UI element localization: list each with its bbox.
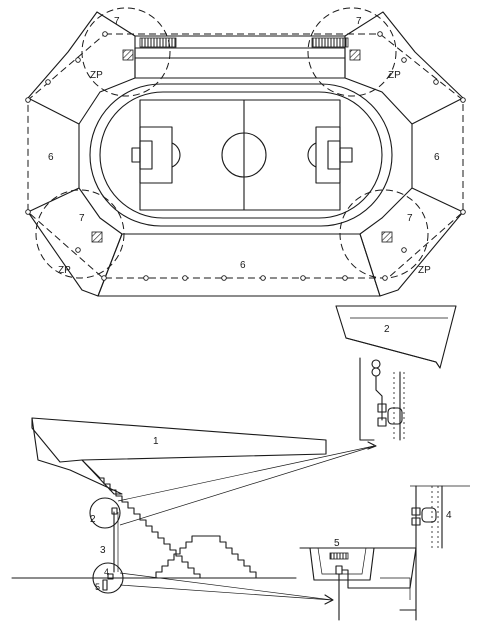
label-7-bottom-left: 7 — [79, 213, 85, 224]
label-4-detail: 4 — [446, 510, 452, 521]
detail-circle-4-5 — [92, 562, 124, 594]
label-5-detail: 5 — [334, 538, 340, 549]
clamp-lower-a — [411, 507, 421, 516]
clamp-lower-b — [411, 517, 421, 526]
perimeter-conductor — [27, 33, 464, 279]
leader-lower-top — [119, 572, 333, 601]
detail-test-joint: 4 5 — [299, 485, 470, 621]
arrow-upper — [367, 441, 377, 450]
leader-lower-bottom — [119, 584, 333, 601]
stepped-tiers — [81, 459, 201, 579]
pitch — [139, 99, 341, 211]
wall-detail-upper — [359, 357, 375, 441]
top-stand — [134, 47, 346, 79]
track-outer — [89, 83, 393, 227]
column-hidden-upper — [393, 372, 405, 440]
label-6-bottom: 6 — [240, 260, 246, 271]
left-goal — [131, 147, 141, 163]
label-4: 4 — [104, 567, 109, 577]
bottom-stand — [97, 233, 381, 297]
floodlight-bank-top-right — [311, 37, 349, 48]
right-goal-box — [327, 140, 341, 170]
clamp-detail-4 — [107, 573, 114, 580]
label-zp-top-left: ZP — [90, 70, 103, 81]
inspection-pit — [309, 547, 375, 581]
roof-edge-lines — [350, 305, 448, 319]
right-penalty-arc — [307, 142, 317, 168]
clamp-upper-b — [377, 417, 387, 427]
roof-edge-detail — [335, 305, 457, 369]
test-joint-5 — [102, 579, 108, 591]
test-joint-clamp — [335, 565, 343, 575]
label-7-bottom-right: 7 — [407, 213, 413, 224]
label-5: 5 — [95, 582, 100, 592]
label-6-right: 6 — [434, 152, 440, 163]
roof-underside — [31, 417, 83, 463]
mast-base-bottom-right — [381, 231, 393, 243]
mast-base-top-right — [349, 49, 361, 61]
left-penalty-arc — [171, 142, 181, 168]
left-goal-box — [139, 140, 153, 170]
stand-inner — [78, 35, 413, 297]
detail-roof-connection: 2 — [335, 305, 457, 441]
center-circle — [221, 132, 267, 178]
zone-circle-bottom-left — [35, 189, 125, 279]
leader-upper-bottom — [119, 445, 375, 526]
label-zp-bottom-left: ZP — [58, 265, 71, 276]
roof — [31, 417, 327, 495]
mast-base-bottom-left — [91, 231, 103, 243]
label-6-left: 6 — [48, 152, 54, 163]
foundation-edge — [380, 577, 411, 600]
clamp-detail-2 — [111, 507, 118, 515]
foundation-lower — [399, 547, 417, 621]
floodlight-bank-top-left — [139, 37, 177, 48]
label-1: 1 — [153, 436, 159, 447]
bolt-plate-upper — [387, 407, 403, 425]
arrow-lower — [324, 594, 334, 605]
track-inner — [99, 91, 383, 219]
clamp-upper-a — [377, 403, 387, 413]
air-terminal-head — [371, 359, 381, 369]
label-zp-top-right: ZP — [388, 70, 401, 81]
zone-circle-top-left — [81, 7, 171, 97]
label-zp-bottom-right: ZP — [418, 265, 431, 276]
label-2: 2 — [90, 514, 96, 525]
conductor-detail-upper — [375, 375, 383, 421]
test-box-cover — [329, 552, 349, 560]
lower-tiers — [155, 535, 277, 579]
stadium-plan: 7 7 7 7 ZP ZP ZP ZP 6 6 6 — [25, 7, 466, 297]
conductor-lower — [341, 547, 417, 589]
right-goal — [339, 147, 353, 163]
detail-circle-2 — [89, 497, 121, 529]
leader-upper-top — [117, 445, 375, 502]
air-terminal-base — [371, 367, 381, 377]
roof-edge-lower — [345, 337, 441, 369]
label-7-top-left: 7 — [114, 16, 120, 27]
label-3: 3 — [100, 545, 106, 556]
left-penalty-box — [139, 126, 173, 184]
label-2-detail: 2 — [384, 324, 390, 335]
column-hidden-lower — [431, 486, 439, 548]
mast-base-top-left — [122, 49, 134, 61]
zone-circle-top-right — [307, 7, 397, 97]
label-7-top-right: 7 — [356, 16, 362, 27]
stand-section: 1 2 3 4 5 — [11, 417, 377, 605]
earth-points — [25, 31, 466, 281]
stand-outline — [27, 11, 464, 297]
bolt-plate-lower — [421, 507, 437, 523]
